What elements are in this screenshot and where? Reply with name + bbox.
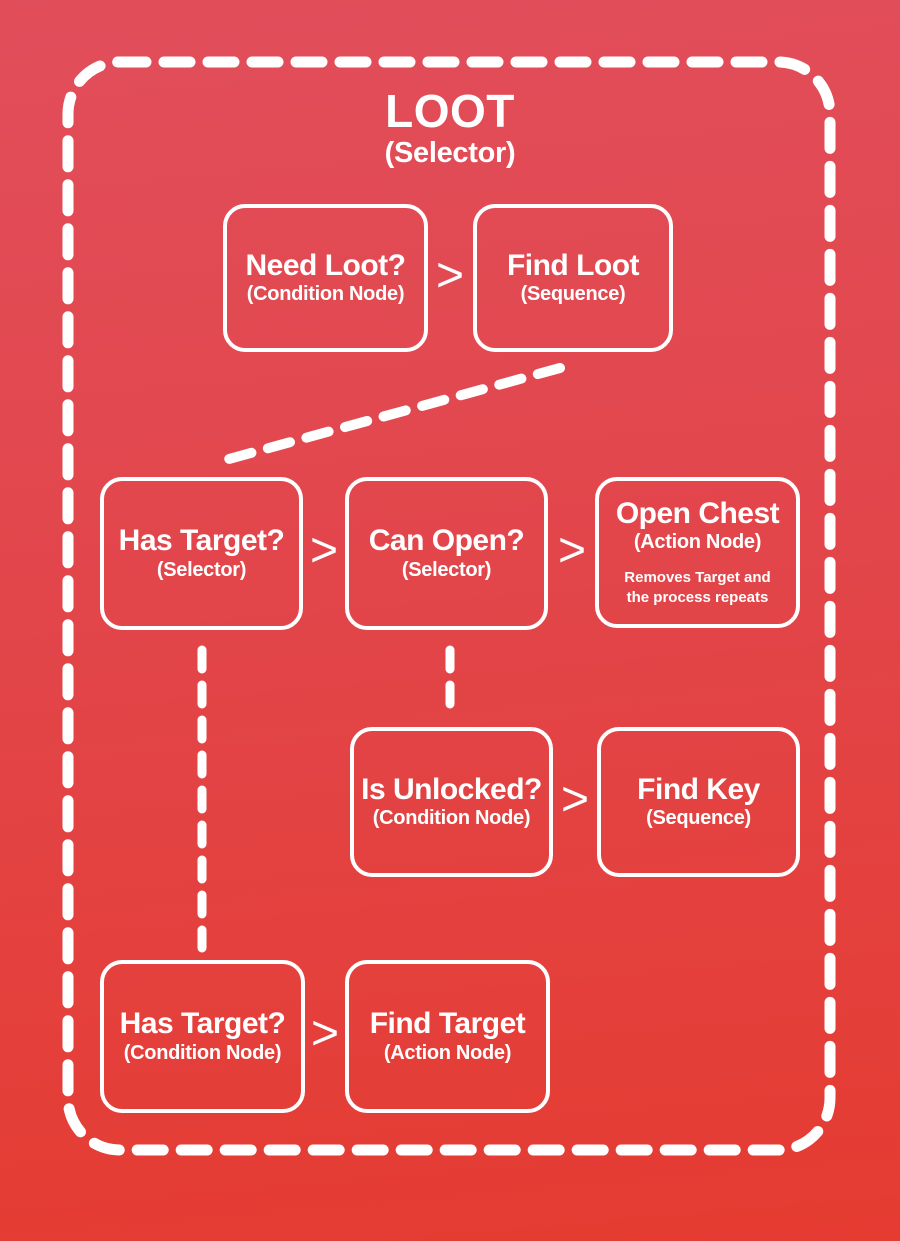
node-title: Need Loot? xyxy=(245,248,407,282)
node-subtitle: (Sequence) xyxy=(520,283,626,306)
node-open-chest: Open Chest (Action Node) Removes Target … xyxy=(595,477,800,628)
tree-subtitle: (Selector) xyxy=(384,137,516,169)
node-title: Can Open? xyxy=(368,524,525,558)
node-title: Find Loot xyxy=(506,248,640,282)
node-title: Has Target? xyxy=(119,1007,286,1041)
node-need-loot: Need Loot? (Condition Node) xyxy=(223,204,428,352)
chevron-separator: > xyxy=(435,249,465,303)
chevron-separator: > xyxy=(310,1007,340,1061)
chevron-separator: > xyxy=(560,773,590,827)
tree-title: LOOT xyxy=(385,85,515,137)
chevron-separator: > xyxy=(309,524,339,578)
node-title: Is Unlocked? xyxy=(361,772,542,806)
node-subtitle: (Action Node) xyxy=(633,531,762,554)
node-subtitle: (Selector) xyxy=(401,558,492,581)
node-find-loot: Find Loot (Sequence) xyxy=(473,204,673,352)
node-is-unlocked: Is Unlocked? (Condition Node) xyxy=(350,727,553,877)
node-title: Has Target? xyxy=(118,524,285,558)
node-subtitle: (Sequence) xyxy=(646,807,751,830)
node-subtitle: (Action Node) xyxy=(383,1041,512,1064)
node-find-key: Find Key (Sequence) xyxy=(597,727,800,877)
node-subtitle: (Condition Node) xyxy=(246,283,405,306)
chevron-separator: > xyxy=(557,524,587,578)
node-has-target-condition: Has Target? (Condition Node) xyxy=(100,960,305,1113)
node-has-target-selector: Has Target? (Selector) xyxy=(100,477,303,630)
node-subtitle: (Condition Node) xyxy=(123,1041,282,1064)
node-subtitle: (Selector) xyxy=(156,558,247,581)
node-note: Removes Target and the process repeats xyxy=(624,569,771,606)
tree-header: LOOT (Selector) xyxy=(0,88,900,171)
node-find-target: Find Target (Action Node) xyxy=(345,960,550,1113)
node-title: Find Target xyxy=(369,1007,526,1041)
node-subtitle: (Condition Node) xyxy=(372,807,531,830)
node-title: Find Key xyxy=(637,772,760,806)
node-title: Open Chest xyxy=(615,496,780,530)
node-can-open: Can Open? (Selector) xyxy=(345,477,548,630)
connector-find-loot-to-has-target xyxy=(213,363,565,467)
